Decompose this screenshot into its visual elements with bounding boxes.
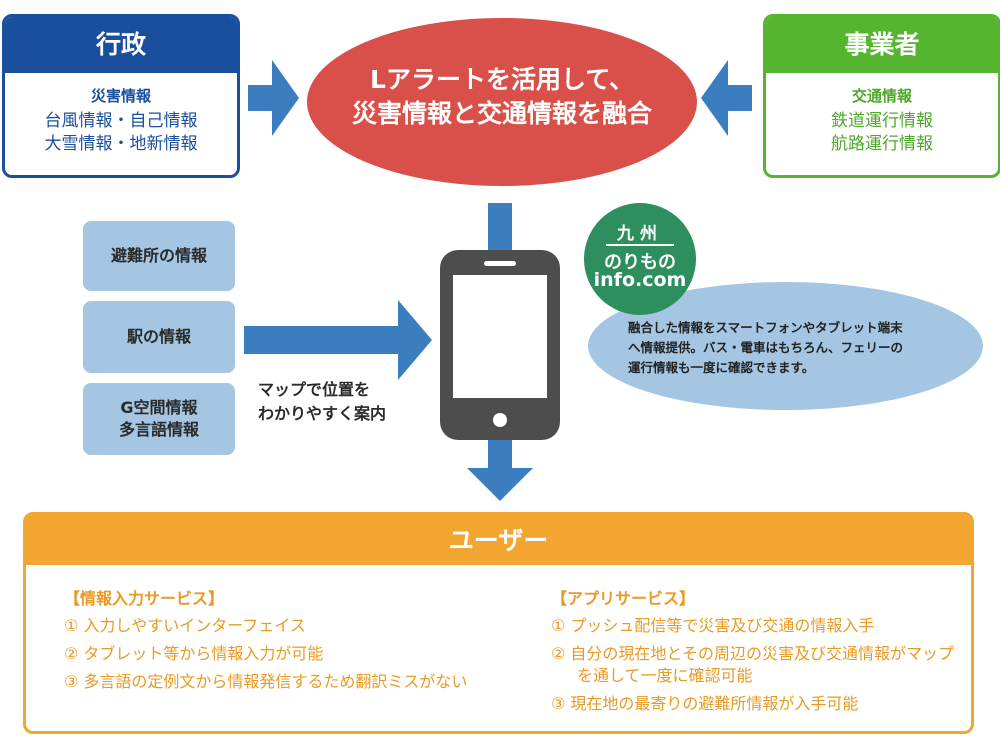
- map-guide-line: マップで位置を: [258, 380, 371, 399]
- input-service-item: ② タブレット等から情報入力が可能: [64, 644, 324, 663]
- user-header: ユーザー: [26, 515, 971, 565]
- input-service-column: 【情報入力サービス】 ① 入力しやすいインターフェイス ② タブレット等から情報…: [64, 585, 484, 699]
- input-service-item: ① 入力しやすいインターフェイス: [64, 616, 306, 635]
- center-line-2: 災害情報と交通情報を融合: [351, 99, 652, 128]
- biz-box: 事業者 交通情報 鉄道運行情報 航路運行情報: [763, 14, 1000, 178]
- logo-line-2: のりもの: [604, 252, 676, 273]
- biz-body: 交通情報 鉄道運行情報 航路運行情報: [766, 73, 998, 156]
- logo-divider: [606, 244, 674, 246]
- info-box-label: G空間情報: [120, 398, 198, 417]
- connector-center-to-phone: [488, 203, 512, 255]
- biz-line: 鉄道運行情報: [831, 111, 933, 131]
- info-box-label: 避難所の情報: [110, 246, 207, 265]
- biz-header: 事業者: [766, 17, 998, 73]
- bubble-line: へ情報提供。バス・電車はもちろん、フェリーの: [628, 340, 904, 355]
- app-service-item: ③ 現在地の最寄りの避難所情報が入手可能: [551, 694, 859, 713]
- gov-header: 行政: [5, 17, 237, 73]
- info-box-label: 多言語情報: [118, 420, 199, 439]
- app-service-column: 【アプリサービス】 ① プッシュ配信等で災害及び交通の情報入手 ② 自分の現在地…: [551, 585, 961, 721]
- smartphone-icon: [440, 250, 560, 440]
- arrow-biz-to-center: [701, 60, 752, 136]
- map-guide-label: マップで位置を わかりやすく案内: [258, 378, 386, 426]
- info-box-station: 駅の情報: [83, 301, 235, 373]
- info-box-shelter: 避難所の情報: [83, 221, 235, 291]
- logo-line-1: 九州: [617, 224, 663, 244]
- gov-line: 大雪情報・地新情報: [44, 134, 198, 154]
- user-box: ユーザー 【情報入力サービス】 ① 入力しやすいインターフェイス ② タブレット…: [23, 512, 974, 734]
- gov-title: 災害情報: [90, 87, 151, 105]
- app-service-item: ① プッシュ配信等で災害及び交通の情報入手: [551, 616, 875, 635]
- bubble-line: 融合した情報をスマートフォンやタブレット端末: [628, 320, 903, 335]
- arrow-gov-to-center: [248, 60, 299, 136]
- biz-line: 航路運行情報: [831, 134, 933, 154]
- gov-box: 行政 災害情報 台風情報・自己情報 大雪情報・地新情報: [2, 14, 240, 178]
- norimono-info-logo: 九州 のりもの info.com: [584, 203, 696, 315]
- map-guide-line: わかりやすく案内: [258, 404, 387, 423]
- app-service-item: ② 自分の現在地とその周辺の災害及び交通情報がマップを通して一度に確認可能: [551, 644, 954, 685]
- center-line-1: Lアラートを活用して、: [370, 65, 634, 94]
- bubble-line: 運行情報も一度に確認できます。: [628, 360, 815, 375]
- arrow-info-to-phone: [244, 300, 432, 380]
- info-box-geo-multilang: G空間情報 多言語情報: [83, 383, 235, 455]
- info-box-label: 駅の情報: [126, 327, 191, 346]
- arrow-phone-to-user: [467, 440, 533, 501]
- gov-line: 台風情報・自己情報: [44, 111, 198, 131]
- logo-line-3: info.com: [593, 269, 687, 291]
- gov-body: 災害情報 台風情報・自己情報 大雪情報・地新情報: [5, 73, 237, 156]
- center-merge-ellipse: Lアラートを活用して、 災害情報と交通情報を融合: [307, 18, 697, 186]
- app-service-title: 【アプリサービス】: [551, 589, 696, 608]
- input-service-title: 【情報入力サービス】: [64, 589, 225, 608]
- biz-title: 交通情報: [851, 87, 912, 105]
- input-service-item: ③ 多言語の定例文から情報発信するため翻訳ミスがない: [64, 672, 468, 691]
